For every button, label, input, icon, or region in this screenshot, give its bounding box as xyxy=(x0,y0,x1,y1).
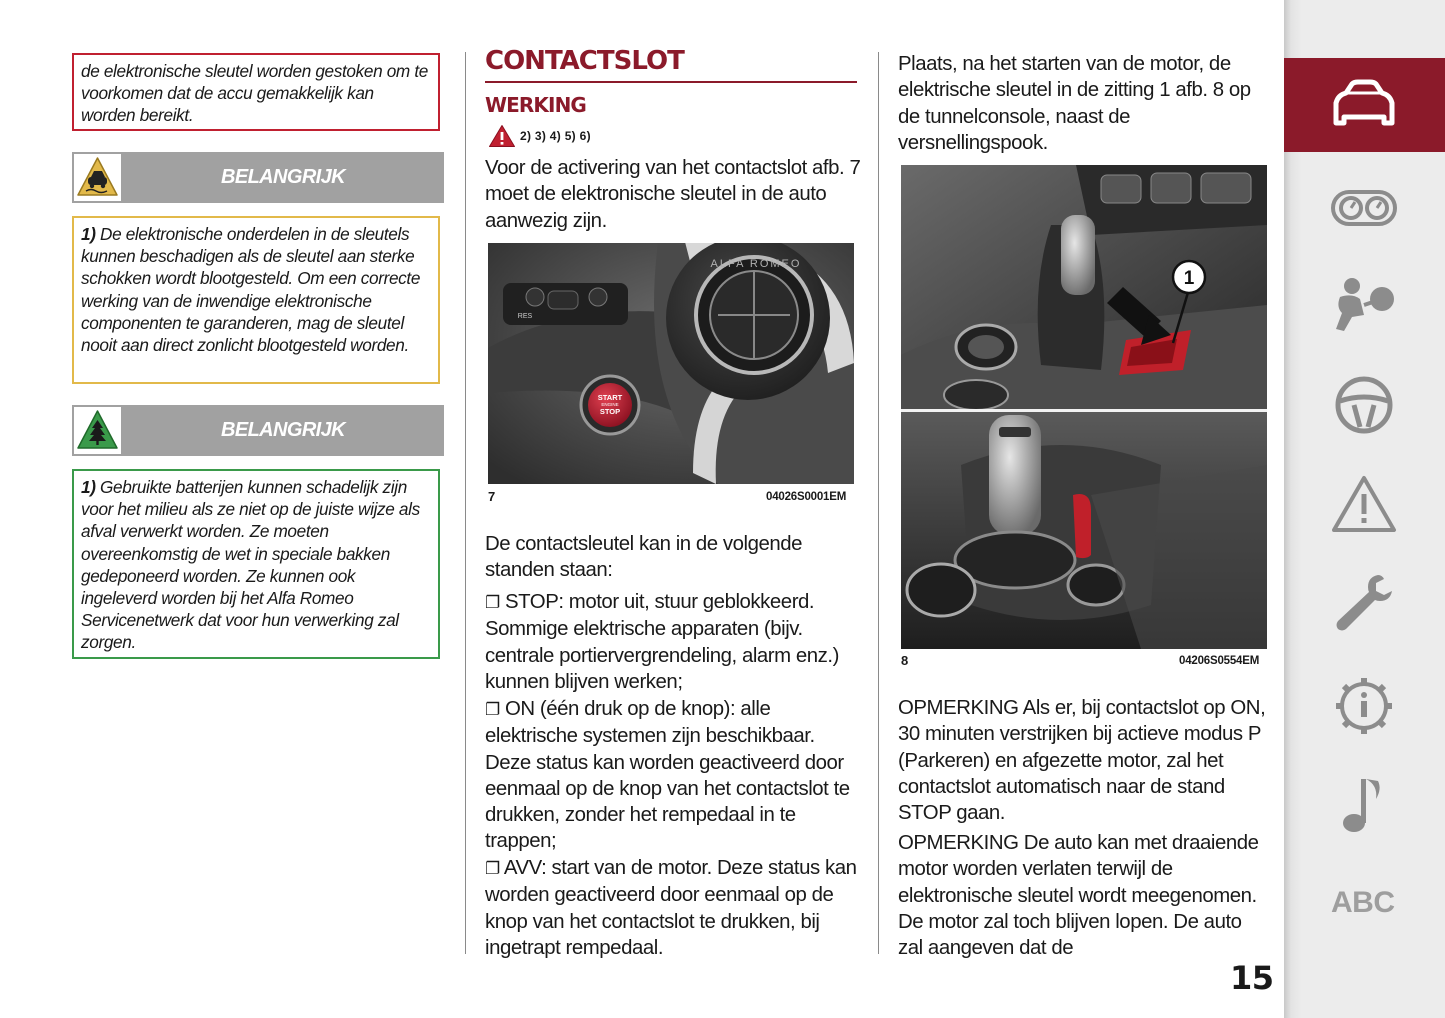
steering-wheel-icon[interactable] xyxy=(1330,375,1398,435)
warning-banner-1-title: BELANGRIJK xyxy=(220,166,346,188)
warning-box-2: 1) Gebruikte batterijen kunnen schadelij… xyxy=(72,469,440,659)
car-skid-warning-icon xyxy=(74,154,121,201)
figure-8-callout: 1 xyxy=(1184,268,1195,289)
warning-box-1: 1) De elektronische onderdelen in de sle… xyxy=(72,216,440,384)
warning-1-text: De elektronische onderdelen in de sleute… xyxy=(81,224,421,356)
page-number: 15 xyxy=(1230,959,1274,997)
music-note-icon[interactable] xyxy=(1330,775,1398,835)
figure-7-stop-label: STOP xyxy=(600,407,620,416)
figure-7-image: ALFA ROMEO RES START ENGINE STOP xyxy=(488,243,854,484)
figure-7-start-label: START xyxy=(598,393,623,402)
figure-8-image: 1 xyxy=(901,165,1267,649)
right-intro: Plaats, na het starten van de motor, de … xyxy=(898,53,1251,154)
checkbox-bullet-icon: ❐ xyxy=(485,700,500,719)
warning-banner-2: BELANGRIJK xyxy=(72,405,444,456)
position-item-avv: ❐ AVV: start van de motor. Deze status k… xyxy=(485,855,859,961)
figure-8-code: 04206S0554EM xyxy=(1179,655,1260,667)
car-icon[interactable] xyxy=(1330,75,1398,135)
figure-7-number: 7 xyxy=(488,489,496,504)
info-gear-icon[interactable] xyxy=(1330,676,1398,736)
warning-1-number: 1) xyxy=(81,224,96,244)
warning-banner-2-title: BELANGRIJK xyxy=(220,419,346,441)
top-note-text: de elektronische sleutel worden gestoken… xyxy=(81,61,428,126)
wrench-icon[interactable] xyxy=(1330,573,1398,633)
warning-references: 2) 3) 4) 5) 6) xyxy=(520,129,591,143)
note-2: OPMERKING De auto kan met draaiende moto… xyxy=(898,832,1259,960)
figure-7-code: 04026S0001EM xyxy=(766,491,847,503)
airbag-icon[interactable] xyxy=(1330,275,1398,335)
note-1: OPMERKING Als er, bij contactslot op ON,… xyxy=(898,697,1266,825)
heading-rule xyxy=(485,81,857,83)
position-item-on: ❐ ON (één druk op de knop): alle elektri… xyxy=(485,696,857,855)
sidebar-item-abc[interactable]: ABC xyxy=(1331,886,1395,919)
warning-triangle-icon xyxy=(489,125,515,147)
figure-7-start-button: ALFA ROMEO RES START ENGINE STOP xyxy=(488,243,854,484)
figure-8-number: 8 xyxy=(901,653,909,668)
warning-2-text: Gebruikte batterijen kunnen schadelijk z… xyxy=(81,477,420,653)
top-note-box: de elektronische sleutel worden gestoken… xyxy=(72,53,440,131)
figure-8-key-slot: 1 xyxy=(901,165,1267,649)
instruments-icon[interactable] xyxy=(1330,178,1398,238)
warning-banner-1: BELANGRIJK xyxy=(72,152,444,203)
column-divider-2 xyxy=(878,52,879,954)
checkbox-bullet-icon: ❐ xyxy=(485,859,500,878)
figure-7-engine-label: ENGINE xyxy=(601,402,618,407)
intro-paragraph: Voor de activering van het contactslot a… xyxy=(485,157,861,232)
warning-2-number: 1) xyxy=(81,477,96,497)
column-divider-1 xyxy=(465,52,466,954)
section-heading: CONTACTSLOT xyxy=(485,46,685,76)
position-avv-text: AVV: start van de motor. Deze status kan… xyxy=(485,857,857,959)
warning-icon[interactable] xyxy=(1330,474,1398,534)
section-subheading: WERKING xyxy=(485,93,587,117)
position-on-text: ON (één druk op de knop): alle elektrisc… xyxy=(485,698,850,853)
sidebar-active-tab[interactable] xyxy=(1284,58,1445,152)
position-stop-text: STOP: motor uit, stuur geblokkeerd. Somm… xyxy=(485,591,839,693)
environment-tree-icon xyxy=(74,407,121,454)
figure-7-res-label: RES xyxy=(518,313,533,320)
position-item-stop: ❐ STOP: motor uit, stuur geblokkeerd. So… xyxy=(485,589,857,695)
checkbox-bullet-icon: ❐ xyxy=(485,593,500,612)
positions-intro: De contactsleutel kan in de volgende sta… xyxy=(485,533,803,582)
figure-7-logo-text: ALFA ROMEO xyxy=(711,258,802,270)
